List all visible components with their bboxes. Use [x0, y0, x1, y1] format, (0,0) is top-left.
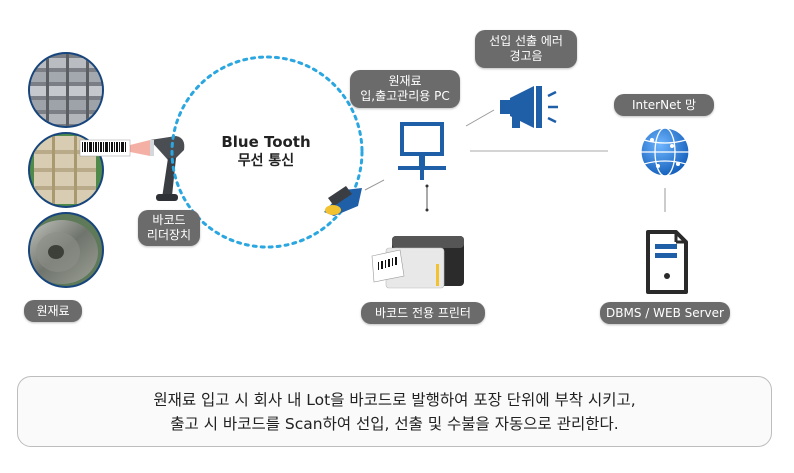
bluetooth-ring	[170, 55, 364, 249]
line-cradle-to-pc	[364, 179, 385, 191]
label-barcode-printer: 바코드 전용 프린터	[361, 302, 485, 324]
label-server: DBMS / WEB Server	[600, 302, 730, 324]
label-barcode-reader: 바코드 리더장치	[138, 210, 200, 246]
caption-line-1: 원재료 입고 시 회사 내 Lot을 바코드로 발행하여 포장 단위에 부착 시…	[153, 390, 636, 409]
barcode-scanner-icon	[150, 136, 185, 201]
pc-monitor-icon	[398, 122, 446, 180]
label-bluetooth: Blue Tooth 무선 통신	[221, 133, 311, 169]
label-internet: InterNet 망	[614, 94, 714, 116]
globe-icon	[640, 127, 690, 177]
barcode-label-icon	[79, 139, 150, 157]
label-fifo-alarm: 선입 선출 에러 경고음	[475, 30, 577, 68]
label-pc: 원재료 입,출고관리용 PC	[350, 70, 460, 108]
raw-material-photo-coil	[28, 212, 104, 288]
scanner-cradle-icon	[324, 186, 362, 216]
label-raw-material: 원재료	[24, 300, 82, 322]
raw-material-photo-ingots	[28, 52, 104, 128]
server-icon	[646, 230, 688, 294]
caption-line-2: 출고 시 바코드를 Scan하여 선입, 선출 및 수불을 자동으로 관리한다.	[170, 414, 619, 433]
megaphone-icon	[500, 86, 558, 128]
barcode-printer-icon	[371, 236, 464, 289]
caption-box: 원재료 입고 시 회사 내 Lot을 바코드로 발행하여 포장 단위에 부착 시…	[17, 376, 772, 447]
line-pc-to-alarm	[465, 109, 495, 127]
